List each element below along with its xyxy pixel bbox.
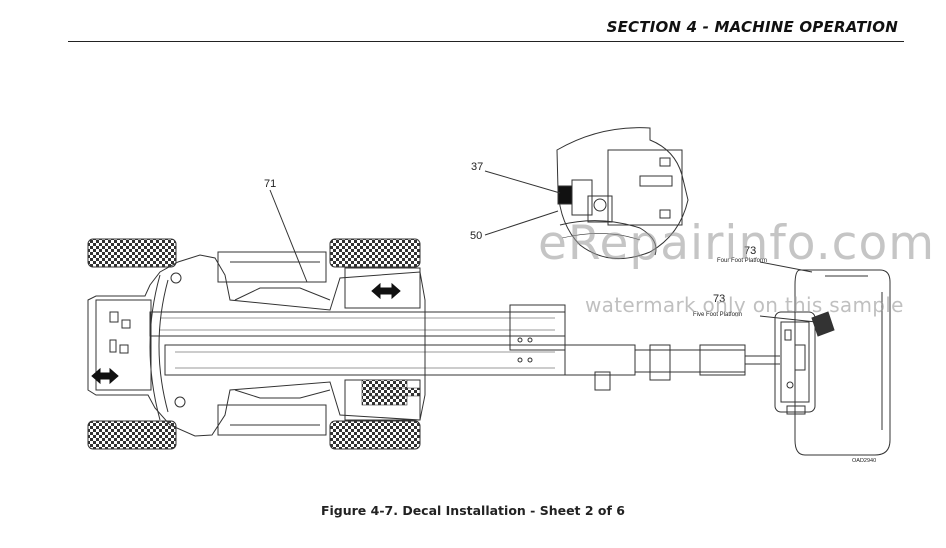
leader-37 [484, 170, 561, 194]
chassis [87, 251, 426, 437]
drawing-code: OAD2940 [852, 458, 876, 464]
direction-arrow-rear [371, 282, 401, 300]
leader-50 [484, 210, 559, 236]
header-divider [68, 41, 904, 42]
leader-73-five-foot [759, 315, 817, 323]
callout-73-five-foot: 73 [713, 293, 725, 305]
tire-rear-right [329, 420, 421, 450]
callout-71: 71 [264, 178, 276, 190]
direction-arrow-front [91, 367, 119, 385]
section-title: SECTION 4 - MACHINE OPERATION [606, 18, 898, 36]
leader-71 [269, 189, 308, 283]
callout-73-four-foot-sublabel: Four Foot Platform [717, 258, 767, 264]
tire-front-right [87, 420, 177, 450]
inset-detail-view [556, 127, 689, 260]
watermark-notice: watermark only on this sample [585, 293, 904, 317]
platform-control-box [774, 311, 835, 415]
boom [149, 304, 780, 397]
leader-73-four-foot [759, 261, 813, 273]
watermark-site: eRepairinfo.com [538, 216, 936, 271]
callout-73-four-foot: 73 [744, 245, 756, 257]
callout-50: 50 [470, 230, 482, 242]
platform-four-foot [794, 269, 891, 456]
callout-73-five-foot-sublabel: Five Foot Platform [693, 312, 742, 318]
tire-front-left [87, 238, 177, 268]
tire-rear-left [329, 238, 421, 268]
callout-37: 37 [471, 161, 483, 173]
figure-caption: Figure 4-7. Decal Installation - Sheet 2… [320, 503, 626, 518]
